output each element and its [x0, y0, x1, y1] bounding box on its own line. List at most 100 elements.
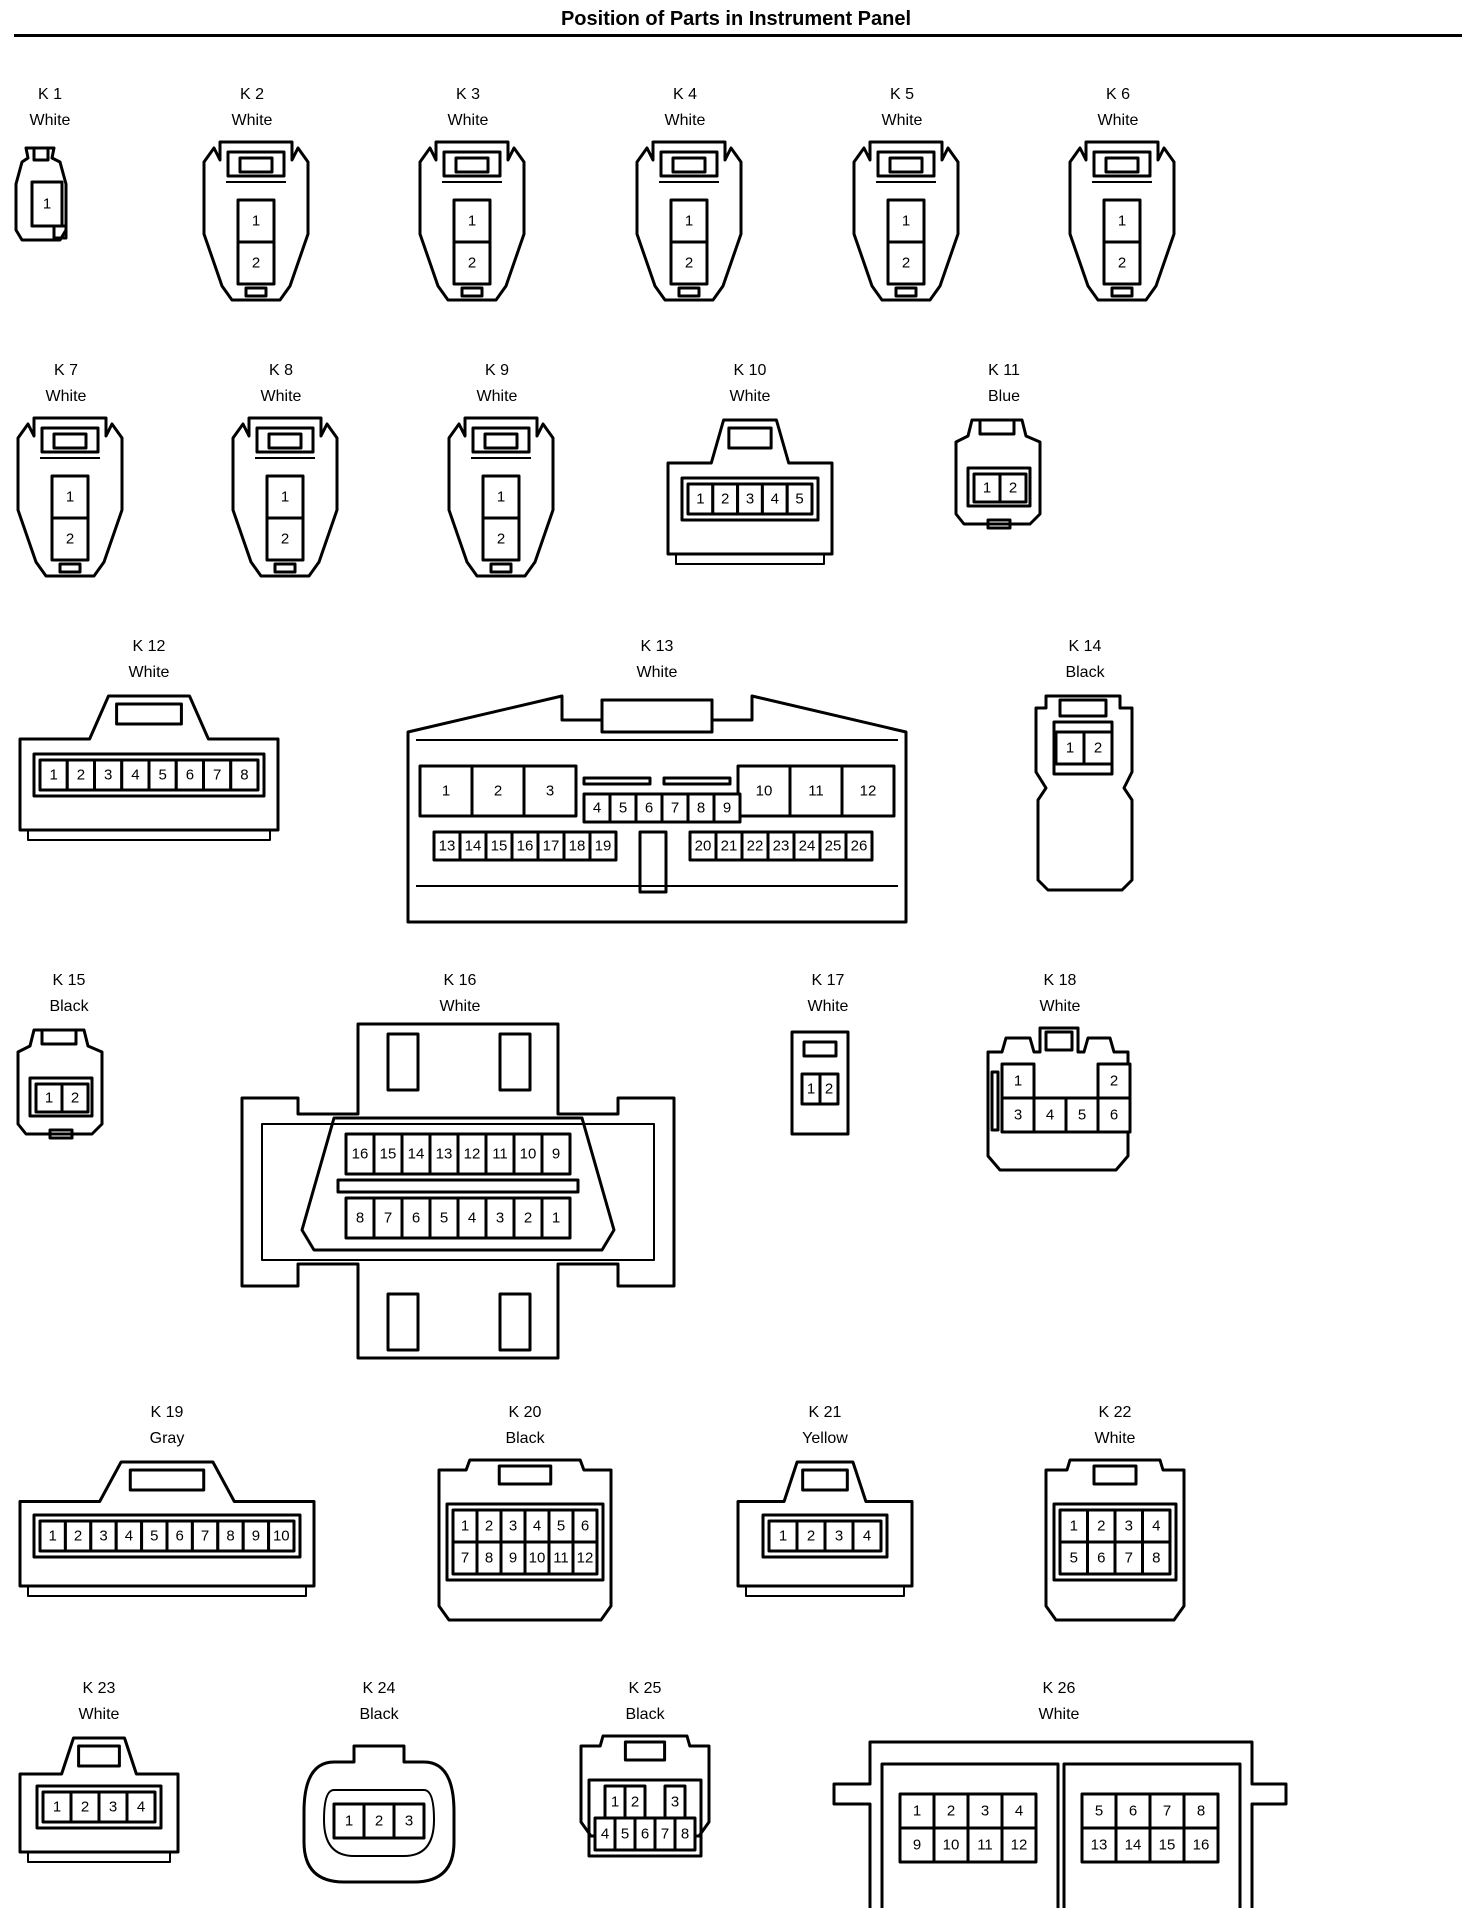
pin-number: 5 [795, 491, 803, 508]
pin-cavity [886, 198, 926, 244]
pin-number: 16 [1193, 1837, 1210, 1854]
pin-cavity [660, 792, 690, 824]
pin-number: 3 [981, 1803, 989, 1820]
connector-color: White [636, 664, 678, 681]
connector-id: K 12 [132, 638, 166, 655]
pin-number: 4 [1152, 1518, 1160, 1535]
housing-outline [240, 1022, 676, 1360]
housing-outline [790, 1030, 850, 1136]
pin-cavity [536, 830, 566, 862]
pin-number: 4 [1046, 1107, 1054, 1124]
pin-number: 12 [1011, 1837, 1028, 1854]
pin-number: 8 [1152, 1550, 1160, 1567]
pin-number: 1 [468, 213, 476, 230]
pin-number: 15 [380, 1146, 397, 1163]
pin-cavity [65, 758, 96, 792]
housing-outline [418, 140, 526, 302]
pin-number: 12 [577, 1550, 594, 1567]
pin-number: 5 [619, 800, 627, 817]
pin-number: 11 [492, 1146, 508, 1163]
pin-number: 3 [109, 1799, 117, 1816]
pin-number: 2 [825, 1081, 833, 1098]
pin-cavity [484, 1132, 516, 1176]
pin-number: 13 [439, 838, 456, 855]
connector-color: White [807, 998, 849, 1015]
pin-cavity [41, 1790, 73, 1824]
connector-id: K 19 [150, 1404, 184, 1421]
housing-part [623, 1740, 667, 1762]
housing-part [267, 432, 303, 450]
pin-number: 3 [546, 783, 554, 800]
pin-cavity [174, 758, 205, 792]
connector-color: White [128, 664, 170, 681]
housing-part [48, 1128, 74, 1140]
pin-cavity [475, 1540, 503, 1576]
pin-cavity [89, 1519, 118, 1553]
connector-id: K 6 [1105, 86, 1130, 103]
pin-cavity [418, 764, 474, 818]
connector-id: K 17 [811, 972, 845, 989]
housing-outline [437, 1458, 613, 1622]
pin-cavity [792, 830, 822, 862]
pin-number: 1 [983, 480, 991, 497]
pin-number: 2 [281, 531, 289, 548]
pin-number: 4 [593, 800, 601, 817]
housing-outline [27, 1852, 171, 1863]
housing-part [662, 776, 732, 786]
pin-number: 5 [621, 1826, 629, 1843]
pin-number: 8 [226, 1528, 234, 1545]
housing-outline [231, 416, 339, 578]
pin-cavity [540, 1196, 572, 1240]
pin-cavity [998, 472, 1028, 504]
housing-part [273, 562, 297, 574]
housing-part [894, 286, 918, 298]
housing-outline [1034, 694, 1134, 892]
connector-id: K 21 [808, 1404, 842, 1421]
pin-number: 19 [595, 838, 612, 855]
housing-part [460, 286, 484, 298]
connector-color: Black [359, 1706, 399, 1723]
pin-number: 1 [552, 1210, 560, 1227]
housing-part [761, 1513, 889, 1559]
housing-part [888, 156, 924, 174]
pin-number: 3 [1125, 1518, 1133, 1535]
pin-cavity [886, 240, 926, 286]
pin-number: 2 [1094, 740, 1102, 757]
pin-cavity [818, 1072, 840, 1106]
pin-number: 2 [685, 255, 693, 272]
connector-color: Black [505, 1430, 545, 1447]
housing-outline [986, 1026, 1130, 1172]
connector-id: K 23 [82, 1680, 116, 1697]
housing-part [32, 752, 266, 798]
pin-cavity [1182, 1792, 1220, 1830]
pin-number: 20 [695, 838, 712, 855]
pin-number: 2 [947, 1803, 955, 1820]
pin-number: 10 [756, 783, 773, 800]
pin-cavity [372, 1132, 404, 1176]
pin-cavity [510, 830, 540, 862]
pin-number: 5 [150, 1528, 158, 1545]
housing-part [801, 1468, 849, 1492]
pin-number: 1 [442, 783, 450, 800]
connector-drawing: 12 [16, 416, 124, 578]
connector-color: White [260, 388, 302, 405]
pin-number: 1 [252, 213, 260, 230]
pin-number: 3 [509, 1518, 517, 1535]
pin-number: 2 [902, 255, 910, 272]
pin-number: 11 [808, 783, 824, 800]
pin-number: 6 [412, 1210, 420, 1227]
pin-number: 1 [902, 213, 910, 230]
connector-color: White [1038, 1706, 1080, 1723]
housing-part [876, 150, 936, 178]
pin-number: 3 [405, 1813, 413, 1830]
pin-number: 3 [496, 1210, 504, 1227]
housing-outline [447, 416, 555, 578]
pin-number: 18 [569, 838, 586, 855]
